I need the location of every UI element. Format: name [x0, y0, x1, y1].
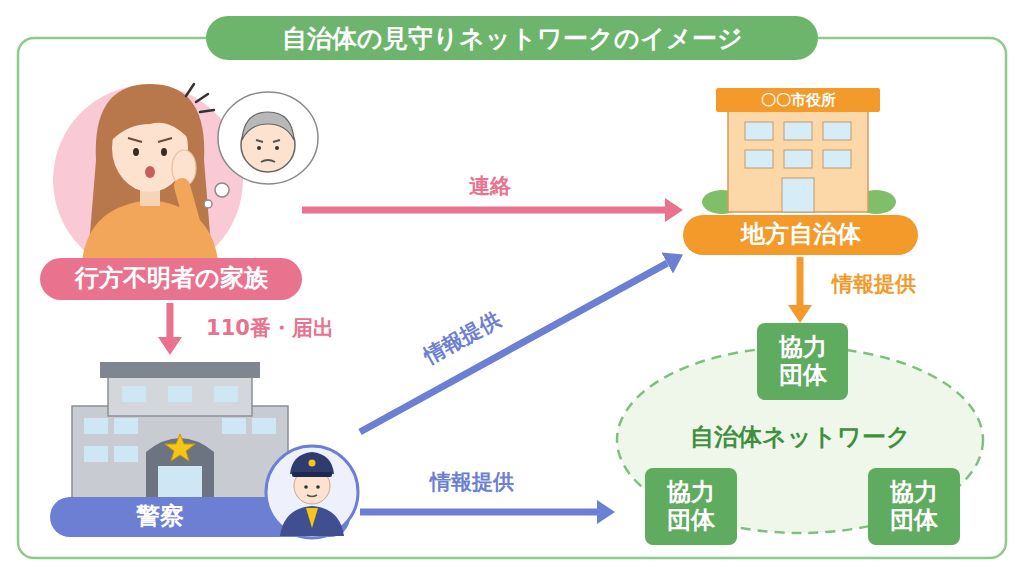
worried-woman-illustration [53, 84, 243, 275]
edge-label: 情報提供 [430, 468, 514, 496]
brows [128, 138, 172, 142]
roof [100, 362, 260, 378]
window [823, 122, 851, 140]
outer-frame [18, 38, 1006, 558]
mouth [261, 160, 275, 162]
gray-hair [242, 112, 294, 140]
window [114, 418, 138, 434]
window [823, 150, 851, 168]
officer-circle [266, 446, 358, 538]
arrow-connector [166, 303, 173, 337]
eye [257, 146, 261, 150]
cap-visor [292, 472, 332, 477]
municipality-node: 地方自治体 [683, 85, 918, 257]
partner-box: 協力 団体 [757, 323, 848, 400]
partner-name: 協力 団体 [757, 323, 848, 400]
window [84, 446, 108, 462]
police-star [165, 434, 195, 461]
pink-circle [53, 85, 243, 275]
police-band: 警察 [50, 497, 350, 537]
window [84, 418, 108, 434]
window [114, 446, 138, 462]
edge-label: 情報提供 [418, 305, 505, 370]
title-pill: 自治体の見守りネットワークのイメージ [206, 16, 818, 60]
family-band: 行方不明者の家族 [40, 258, 302, 300]
partner-name: 協力 団体 [645, 468, 737, 545]
brows [256, 140, 280, 142]
window [252, 418, 276, 434]
building-sign [716, 88, 880, 112]
window [122, 386, 146, 402]
window [784, 150, 812, 168]
bubble-dot [215, 183, 229, 197]
mouth [145, 166, 155, 178]
network-name: 自治体ネットワーク [615, 421, 985, 455]
cap-badge [309, 460, 316, 467]
bangs [112, 100, 190, 140]
window [745, 150, 773, 168]
window [745, 122, 773, 140]
partner-box: 協力 団体 [868, 468, 960, 545]
edge-label: 情報提供 [832, 270, 916, 298]
arrow-connector [360, 263, 667, 432]
thought-bubble [204, 92, 318, 208]
building-wings [72, 406, 288, 502]
eye [133, 148, 139, 156]
family-node: 行方不明者の家族 [40, 75, 302, 303]
police-officer-illustration [266, 446, 358, 538]
edge-label: 110番・届出 [206, 314, 334, 342]
officer-tie [306, 508, 318, 528]
partner-box: 協力 団体 [645, 468, 737, 545]
network-ellipse: 自治体ネットワーク協力 団体協力 団体協力 団体 [615, 345, 985, 535]
officer-uniform [280, 506, 344, 536]
bubble [218, 92, 318, 184]
police-station-building [72, 362, 288, 502]
arrow-connector [302, 206, 665, 213]
arrow-connector [360, 509, 597, 516]
window [214, 386, 238, 402]
eye [316, 485, 320, 489]
building-tower [108, 376, 252, 416]
sleeve [182, 186, 196, 236]
eye [161, 148, 167, 156]
edge-label: 連絡 [469, 172, 511, 200]
window [168, 386, 192, 402]
city-hall-building [702, 88, 896, 214]
building-body [728, 108, 868, 212]
officer-face [294, 468, 330, 504]
eye [304, 485, 308, 489]
building-sign-text: 〇〇市役所 [716, 88, 880, 112]
municipality-band: 地方自治体 [683, 215, 918, 255]
police-node: 警察 [50, 355, 360, 540]
officer-cap [290, 452, 334, 474]
mouth [307, 495, 317, 497]
window [784, 122, 812, 140]
eye [275, 146, 279, 150]
worry-lines [186, 84, 214, 112]
arrow-connector [797, 257, 804, 305]
bubble-dot [204, 200, 212, 208]
door [782, 178, 814, 212]
window [222, 418, 246, 434]
partner-name: 協力 団体 [868, 468, 960, 545]
